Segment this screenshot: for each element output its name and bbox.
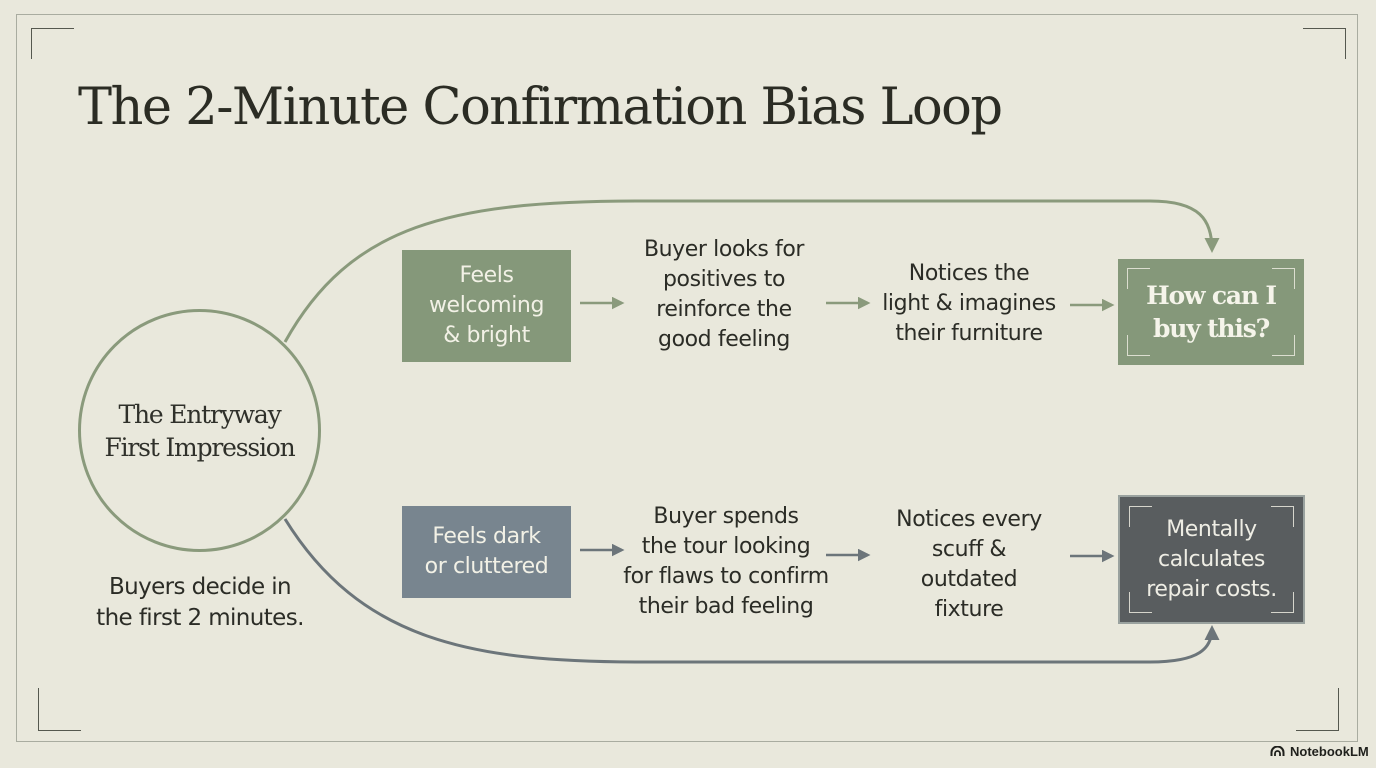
negative-outcome-line-2: calculates [1158,546,1265,572]
frame-corner-bottom-right [1296,688,1339,731]
negative-outcome-line-3: repair costs. [1146,576,1277,602]
positive-step-1-line-3: reinforce the [656,297,792,322]
negative-trigger-box: Feels dark or cluttered [402,506,571,598]
positive-outcome-box: How can I buy this? [1118,259,1304,365]
negative-step-1-line-1: Buyer spends [653,504,799,529]
outcome-corner-mark [1127,335,1150,356]
center-note-line-2: the first 2 minutes. [96,605,304,631]
page-frame [16,14,1358,742]
center-note-line-1: Buyers decide in [108,574,292,600]
positive-outcome-line-1: How can I [1146,281,1277,310]
positive-step-2-line-1: Notices the [908,261,1030,286]
negative-step-1-line-2: the tour looking [641,534,811,559]
brand-name: NotebookLM [1290,744,1369,759]
outcome-corner-mark [1272,335,1295,356]
notebooklm-logo-icon [1270,746,1285,756]
center-node-line-2: First Impression [104,432,295,462]
center-node-line-1: The Entryway [118,399,281,429]
positive-step-2-line-2: light & imagines [882,291,1056,316]
negative-step-2-line-4: fixture [934,597,1004,622]
positive-trigger-line-1: Feels [459,263,514,288]
positive-step-1: Buyer looks for positives to reinforce t… [628,235,820,355]
positive-step-2: Notices the light & imagines their furni… [866,259,1072,349]
positive-outcome-line-2: buy this? [1152,314,1270,343]
outcome-corner-mark [1127,268,1150,289]
frame-corner-top-right [1303,28,1346,59]
entryway-first-impression-node: The Entryway First Impression [78,309,321,552]
negative-step-2-line-3: outdated [920,567,1018,592]
positive-step-1-line-2: positives to [662,267,786,292]
center-note: Buyers decide in the first 2 minutes. [82,572,318,634]
negative-outcome-line-1: Mentally [1166,516,1257,542]
frame-corner-bottom-left [38,688,81,731]
positive-step-1-line-4: good feeling [658,327,790,352]
positive-trigger-box: Feels welcoming & bright [402,250,571,362]
positive-step-1-line-1: Buyer looks for [643,237,805,262]
positive-trigger-line-3: & bright [443,323,530,348]
positive-loop-arc [283,199,1220,343]
negative-loop-arc [283,518,1220,664]
negative-step-2: Notices every scuff & outdated fixture [876,505,1062,625]
negative-step-1-line-3: for flaws to confirm [623,564,829,589]
negative-trigger-line-2: or cluttered [424,554,549,579]
negative-outcome-box: Mentally calculates repair costs. [1118,495,1305,624]
negative-step-1: Buyer spends the tour looking for flaws … [603,502,849,622]
outcome-corner-mark [1272,268,1295,289]
positive-trigger-line-2: welcoming [428,293,545,318]
positive-step-2-line-3: their furniture [895,321,1043,346]
negative-step-2-line-1: Notices every [896,507,1042,532]
outcome-corner-mark [1129,592,1152,613]
negative-trigger-line-1: Feels dark [432,524,541,549]
outcome-corner-mark [1271,506,1294,527]
negative-step-2-line-2: scuff & [931,537,1007,562]
frame-corner-top-left [31,28,74,59]
notebooklm-brand: NotebookLM [1270,744,1369,759]
outcome-corner-mark [1129,506,1152,527]
outcome-corner-mark [1271,592,1294,613]
page-title: The 2-Minute Confirmation Bias Loop [78,78,1003,137]
negative-step-1-line-4: their bad feeling [638,594,814,619]
